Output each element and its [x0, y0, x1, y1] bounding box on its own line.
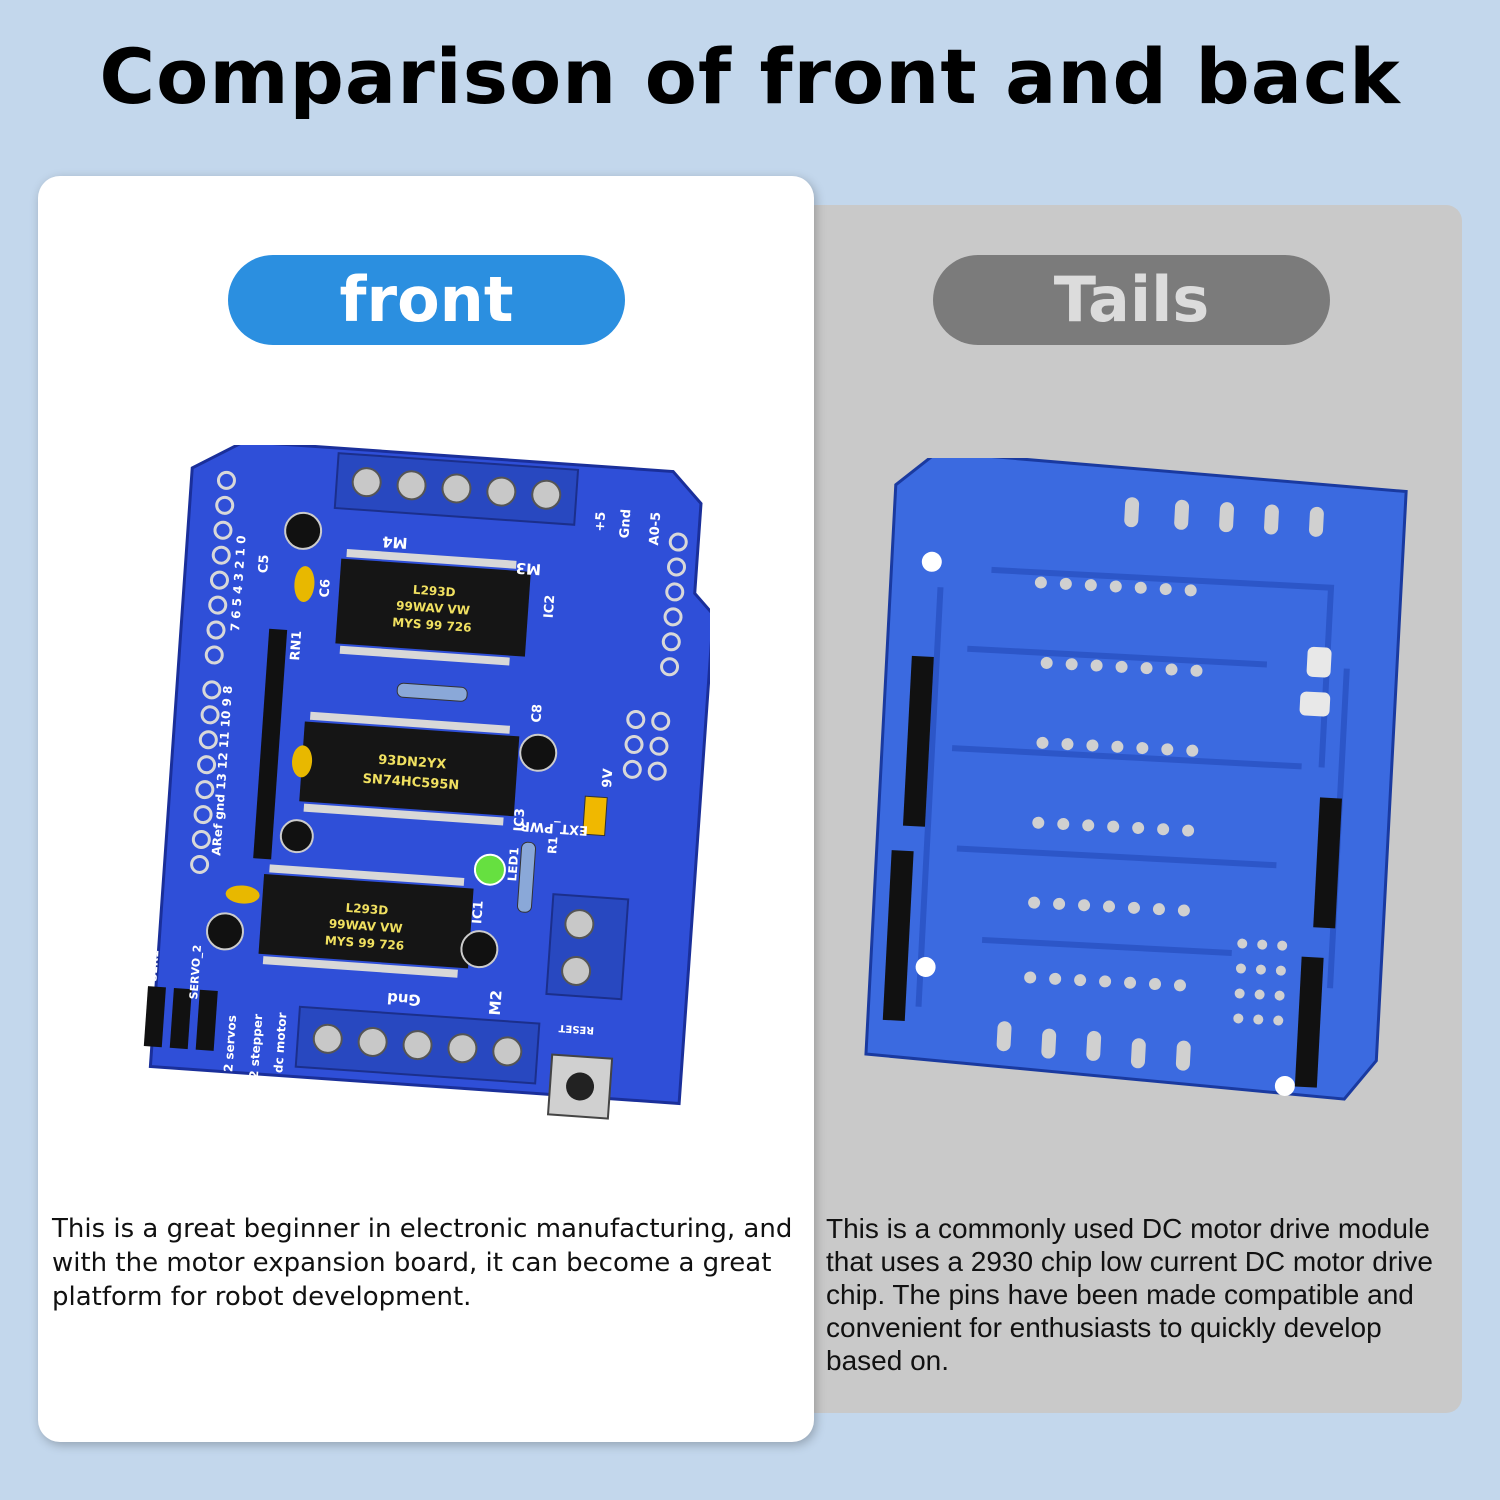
- silk-m4: M4: [382, 532, 409, 552]
- silk-led1: LED1: [505, 847, 521, 882]
- silk-stepper: 2 stepper: [247, 1014, 265, 1080]
- silk-m3: M3: [515, 559, 542, 579]
- silk-c5: C5: [256, 554, 272, 574]
- silk-rn1: RN1: [288, 630, 305, 661]
- back-label-pill: Tails: [933, 255, 1330, 345]
- back-description: This is a commonly used DC motor drive m…: [826, 1213, 1433, 1376]
- silk-a05: A0-5: [647, 511, 664, 546]
- chip2-line1: 93DN2YX: [378, 753, 447, 773]
- front-board-image: L293D 99WAV VW MYS 99 726 93DN2YX SN74HC…: [143, 445, 710, 1120]
- silk-5v-gnd-9v: 9V: [600, 768, 616, 788]
- silk-gnd: Gnd: [386, 989, 421, 1009]
- chip1-line2: 99WAV VW: [396, 599, 471, 618]
- front-description: This is a great beginner in electronic m…: [52, 1214, 793, 1312]
- chip3-line1: L293D: [345, 901, 389, 918]
- silk-gnd2: Gnd: [617, 509, 634, 539]
- silk-servo2: SERVO_2: [187, 944, 204, 1000]
- chip1-line1: L293D: [412, 583, 456, 600]
- front-label-pill: front: [228, 255, 625, 345]
- back-board-image: [864, 458, 1408, 1101]
- silk-pins-top: 7 6 5 4 3 2 1 0: [228, 535, 249, 632]
- silk-ic3: IC3: [512, 808, 529, 832]
- chip1-line3: MYS 99 726: [392, 615, 472, 635]
- chip3-line3: MYS 99 726: [324, 933, 404, 953]
- silk-m2: M2: [486, 989, 506, 1016]
- silk-servos: 2 servos: [221, 1015, 239, 1073]
- silk-c6: C6: [318, 578, 334, 598]
- silk-ext-pwr: EXT_PWR: [519, 818, 588, 838]
- silk-dc: 4 dc motor: [270, 1012, 289, 1086]
- silk-r1: R1: [545, 836, 560, 855]
- silk-c8: C8: [529, 704, 545, 724]
- silk-plus5: +5: [593, 511, 609, 532]
- silk-reset: RESET: [558, 1022, 594, 1035]
- silk-ic2: IC2: [542, 594, 559, 618]
- silk-ic1: IC1: [470, 900, 487, 924]
- silk-ser1: SER1: [146, 950, 161, 982]
- chip3-line2: 99WAV VW: [328, 917, 403, 936]
- chip2-line2: SN74HC595N: [362, 772, 460, 794]
- page-title: Comparison of front and back: [99, 32, 1401, 121]
